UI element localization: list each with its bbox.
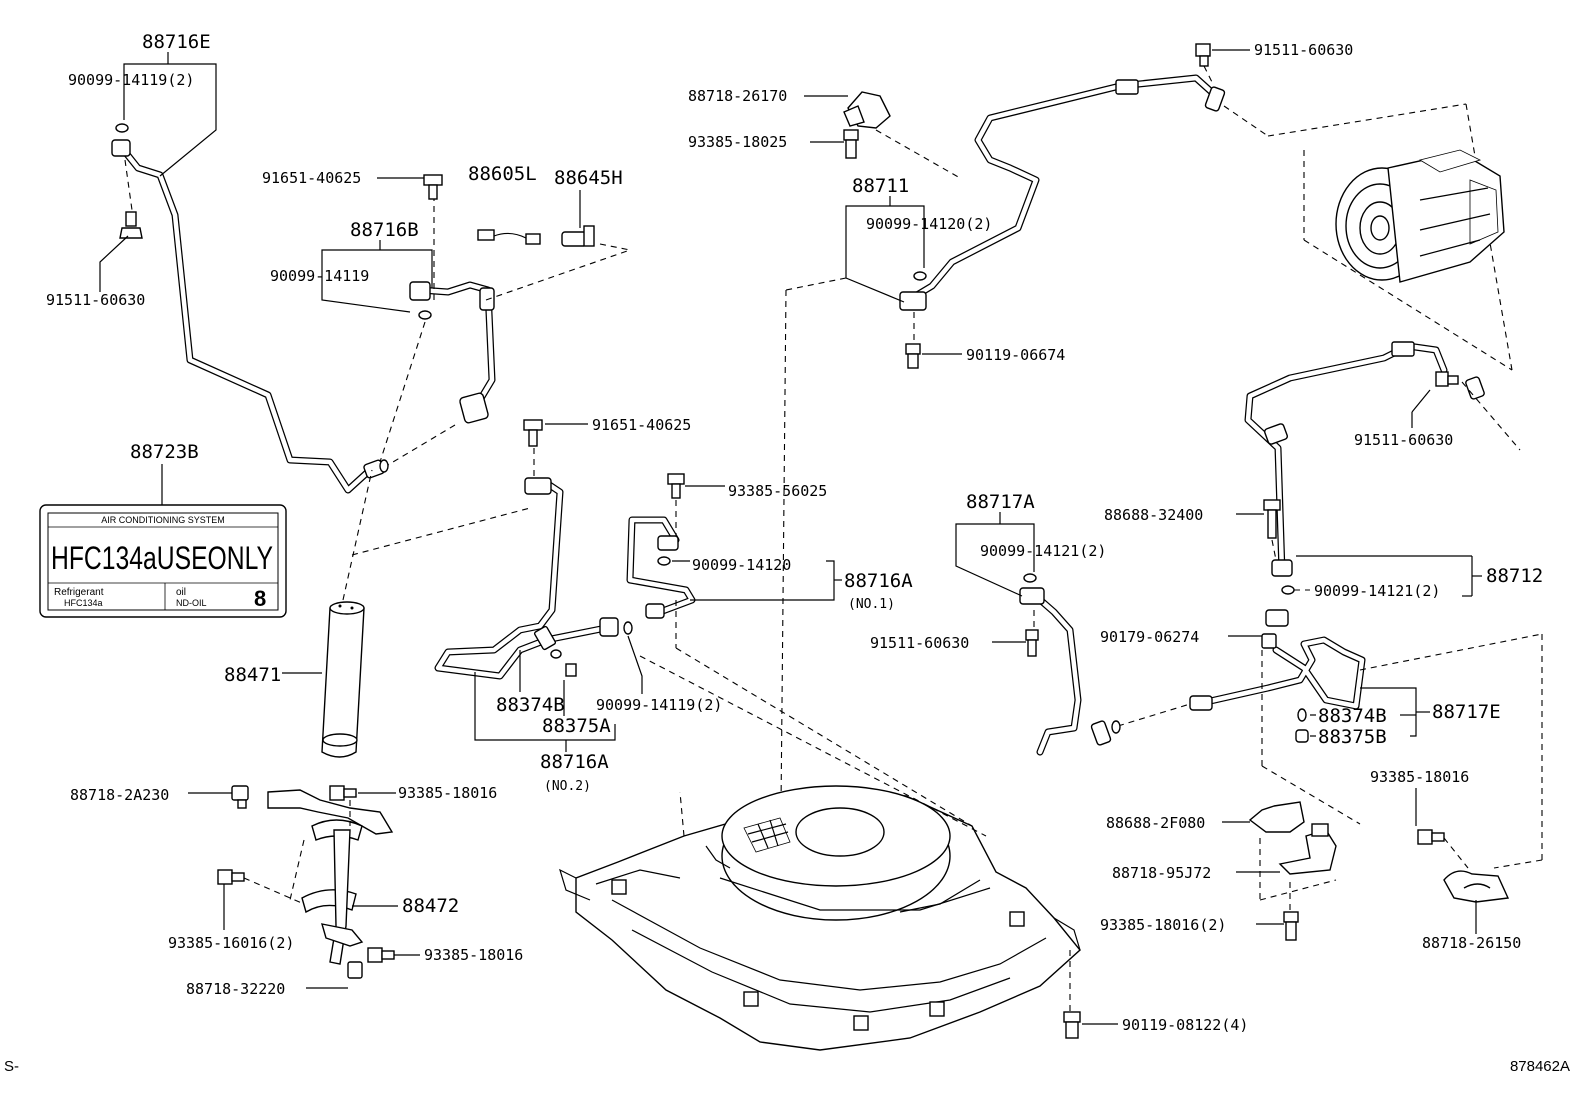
label-88717A: 88717A [966,491,1035,513]
label-88718-95J72: 88718-95J72 [1112,864,1211,882]
clip-88718-26170 [843,91,891,129]
label-88605L: 88605L [468,163,537,185]
label-88688-32400: 88688-32400 [1104,506,1203,524]
pipe-88716A-no1 [626,516,696,619]
label-90099-14119-2-a: 90099-14119(2) [68,71,194,89]
bracket-88688-2F080 [1248,801,1305,833]
sticker-oil-value: ND-OIL [176,598,207,608]
bracket-88688-32400 [1263,499,1281,539]
label-88718-26150: 88718-26150 [1422,934,1521,952]
clip-88718-26150 [1443,870,1510,903]
label-93385-18016-c: 93385-18016 [1370,768,1469,786]
illustration-code: 878462A [1509,1058,1570,1075]
bolt-91511-60630-d [1025,629,1039,657]
label-88718-32220: 88718-32220 [186,980,285,998]
label-88716B: 88716B [350,219,419,241]
label-91651-40625-a: 91651-40625 [262,169,361,187]
sticker-refrigerant-value: HFC134a [64,598,103,608]
label-93385-18025: 93385-18025 [688,133,787,151]
pipe-88712 [1244,341,1485,577]
label-88374B-a: 88374B [496,694,565,716]
label-90179-06274: 90179-06274 [1100,628,1199,646]
label-90099-14120-a: 90099-14120 [692,556,791,574]
label-88471: 88471 [224,664,281,686]
label-91651-40625-b: 91651-40625 [592,416,691,434]
bolt-91511-60630-b [1195,43,1211,67]
bolt-91651-40625-b [523,419,543,447]
label-90099-14119-a: 90099-14119 [270,267,369,285]
label-90099-14119-2-b: 90099-14119(2) [596,696,722,714]
ac-refrigerant-label-88723B: AIR CONDITIONING SYSTEM HFC134aUSEONLY R… [39,504,287,618]
pipe-88711 [899,74,1226,311]
label-88716A-no1: 88716A [844,570,913,592]
sticker-oil-number: 8 [254,586,266,611]
label-88716A-no2: 88716A [540,751,609,773]
label-93385-18016-a: 93385-18016 [398,784,497,802]
bolt-90119-06674 [905,343,921,369]
label-91511-60630-c: 91511-60630 [1354,431,1453,449]
pipe-88717A [1019,587,1112,756]
label-88717E: 88717E [1432,701,1501,723]
label-90119-06674: 90119-06674 [966,346,1065,364]
receiver-88471 [321,601,365,758]
label-88645H: 88645H [554,167,623,189]
label-93385-56025: 93385-56025 [728,482,827,500]
label-88472: 88472 [402,895,459,917]
label-88723B: 88723B [130,441,199,463]
bolt-90119-08122 [1063,1011,1081,1039]
switch-88645H [561,225,595,247]
label-88718-26170: 88718-26170 [688,87,787,105]
bolt-91511-60630-a [119,211,143,239]
clip-88718-95J72 [1278,823,1337,875]
label-88374B-b: 88374B [1318,705,1387,727]
label-88712: 88712 [1486,565,1543,587]
pipe-88716A-no2 [434,477,619,680]
pipe-88716E [111,139,385,494]
label-90099-14121-2-a: 90099-14121(2) [980,542,1106,560]
bolt-93385-18016-a [329,785,357,801]
label-90099-14121-2-b: 90099-14121(2) [1314,582,1440,600]
label-88718-2A230: 88718-2A230 [70,786,169,804]
bolt-91511-60630-c [1435,371,1459,387]
label-88716E: 88716E [142,31,211,53]
clip-88718-2A230 [231,785,249,809]
bolt-93385-18016-d [1283,911,1299,941]
bolt-93385-18025 [843,129,859,159]
label-91511-60630-d: 91511-60630 [870,634,969,652]
label-88711: 88711 [852,175,909,197]
label-88716A-no1-sub: (NO.1) [848,597,895,612]
label-91511-60630-b: 91511-60630 [1254,41,1353,59]
sticker-main-text: HFC134aUSEONLY [51,540,273,576]
bolt-93385-18016-b [367,947,395,963]
bolt-93385-56025 [667,473,685,499]
sticker-heading: AIR CONDITIONING SYSTEM [101,515,225,525]
pipe-88717E [1189,609,1366,711]
compressor [1335,149,1505,283]
sticker-oil-label: oil [176,587,186,598]
label-93385-16016-2: 93385-16016(2) [168,934,294,952]
bolt-93385-18016-c [1417,829,1445,845]
label-88375B: 88375B [1318,726,1387,748]
label-88716A-no2-sub: (NO.2) [544,779,591,794]
pipe-88716B [409,281,496,424]
label-88688-2F080: 88688-2F080 [1106,814,1205,832]
wire-88605L [477,229,541,245]
label-93385-18016-2: 93385-18016(2) [1100,916,1226,934]
label-93385-18016-b: 93385-18016 [424,946,523,964]
label-91511-60630-a: 91511-60630 [46,291,145,309]
bolt-91651-40625-a [423,174,443,200]
sticker-refrigerant-label: Refrigerant [54,587,104,598]
oring-88374B-b [1297,708,1307,722]
label-90099-14120-2: 90099-14120(2) [866,215,992,233]
label-88375A: 88375A [542,715,611,737]
label-90119-08122-4: 90119-08122(4) [1122,1016,1248,1034]
page-prefix: S- [4,1058,19,1075]
chassis-assembly [559,785,1081,1051]
bolt-93385-16016-a [217,869,245,885]
nut-88375B [1295,729,1309,743]
